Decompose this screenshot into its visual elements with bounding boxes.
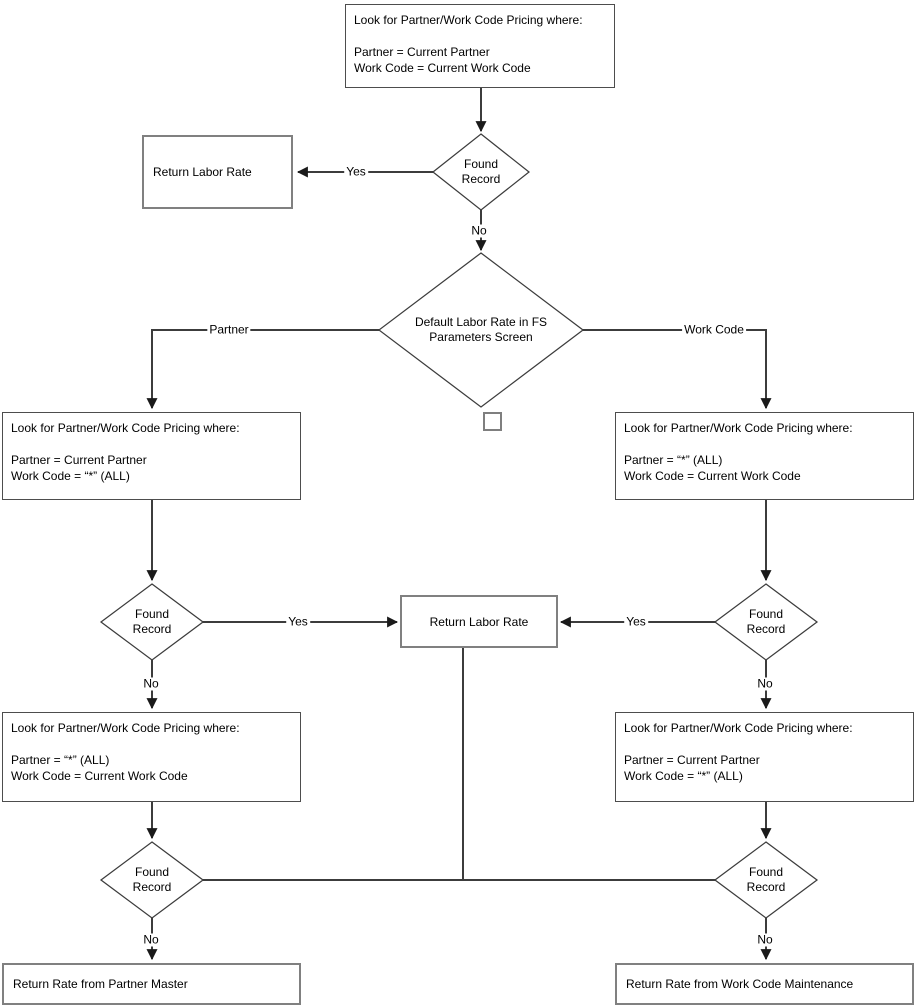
node-lookup-all-partner-current-workcode: Look for Partner/Work Code Pricing where… [615, 412, 914, 500]
node-lookup-all-partner-current-workcode-2: Look for Partner/Work Code Pricing where… [2, 712, 301, 802]
edge-label-partner: Partner [207, 322, 251, 337]
node-title: Look for Partner/Work Code Pricing where… [354, 13, 583, 27]
node-lookup-current-partner-all-workcode-2: Look for Partner/Work Code Pricing where… [615, 712, 914, 802]
node-title: Look for Partner/Work Code Pricing where… [11, 421, 240, 435]
edge-label-no-top: No [469, 223, 489, 238]
decision-label-default-rate: Default Labor Rate in FS Parameters Scre… [414, 315, 548, 344]
blank-connector-square [483, 412, 502, 431]
edge-label-yes-top: Yes [344, 164, 368, 179]
node-return-workcode-maintenance: Return Rate from Work Code Maintenance [615, 963, 914, 1005]
node-condition: Partner = “*” (ALL) [624, 453, 723, 467]
node-return-labor-rate-left: Return Labor Rate [142, 135, 293, 209]
node-label: Return Labor Rate [429, 614, 529, 629]
node-start-lookup: Look for Partner/Work Code Pricing where… [345, 4, 615, 88]
node-condition: Partner = “*” (ALL) [11, 753, 110, 767]
node-return-partner-master: Return Rate from Partner Master [2, 963, 301, 1005]
node-condition: Partner = Current Partner [624, 753, 760, 767]
node-title: Look for Partner/Work Code Pricing where… [11, 721, 240, 735]
node-condition: Work Code = Current Work Code [354, 61, 531, 75]
decision-diamond-found-top [431, 133, 531, 211]
node-title: Look for Partner/Work Code Pricing where… [624, 421, 853, 435]
edge-label-work-code: Work Code [682, 322, 746, 337]
decision-diamond-default-rate [377, 252, 585, 408]
edge-label-yes-mid-right: Yes [624, 614, 648, 629]
decision-label-found-mid-right: Found Record [746, 607, 786, 636]
node-condition: Partner = Current Partner [354, 45, 490, 59]
decision-label-found-bot-right: Found Record [746, 865, 786, 894]
edge-label-no-mid-right: No [755, 676, 775, 691]
decision-label-found-mid-left: Found Record [132, 607, 172, 636]
node-condition: Work Code = “*” (ALL) [624, 769, 743, 783]
decision-label-found-top: Found Record [461, 157, 501, 186]
edge-label-no-bot-right: No [755, 932, 775, 947]
connector-partner-branch [146, 329, 379, 410]
connector-workcode-branch [583, 329, 772, 410]
decision-diamond-found-mid-right [713, 583, 819, 661]
node-label: Return Rate from Work Code Maintenance [626, 977, 854, 991]
node-label: Return Labor Rate [153, 165, 252, 179]
edge-label-no-bot-left: No [141, 932, 161, 947]
node-condition: Work Code = Current Work Code [624, 469, 801, 483]
decision-label-found-bot-left: Found Record [132, 865, 172, 894]
decision-diamond-found-mid-left [99, 583, 205, 661]
decision-diamond-found-bot-right [713, 841, 819, 919]
edge-label-yes-mid-left: Yes [286, 614, 310, 629]
decision-diamond-found-bot-left [99, 841, 205, 919]
node-condition: Work Code = Current Work Code [11, 769, 188, 783]
edge-label-no-mid-left: No [141, 676, 161, 691]
node-condition: Partner = Current Partner [11, 453, 147, 467]
node-return-labor-rate-center: Return Labor Rate [400, 595, 558, 648]
node-label: Return Rate from Partner Master [13, 977, 188, 991]
node-title: Look for Partner/Work Code Pricing where… [624, 721, 853, 735]
node-lookup-current-partner-all-workcode: Look for Partner/Work Code Pricing where… [2, 412, 301, 500]
node-condition: Work Code = “*” (ALL) [11, 469, 130, 483]
